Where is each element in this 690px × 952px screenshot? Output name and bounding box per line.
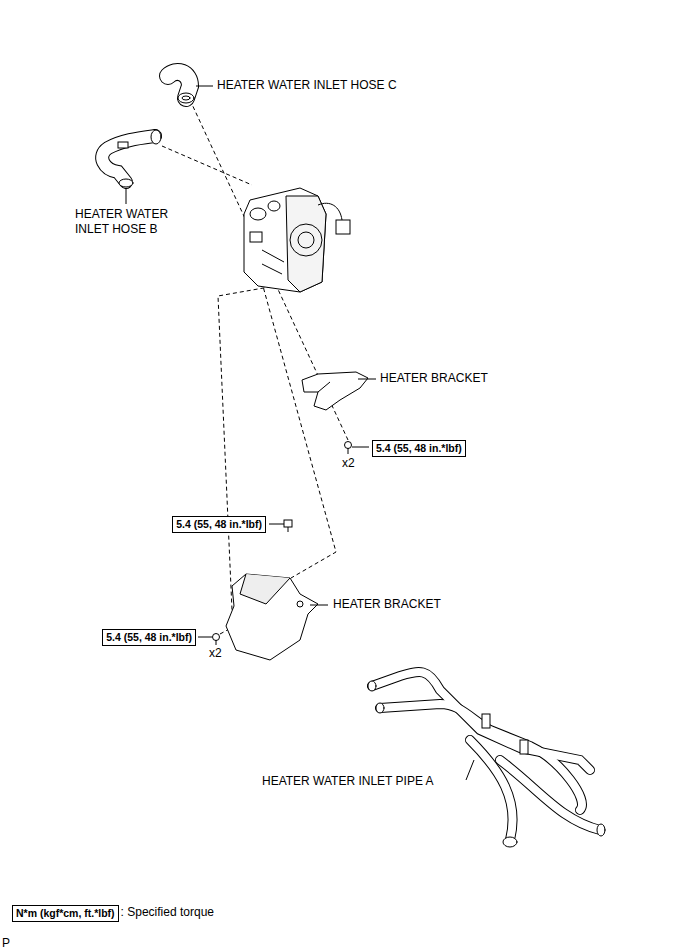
unit-legend-box: N*m (kgf*cm, ft.*lbf) — [12, 905, 119, 922]
torque-value: 5.4 (55, 48 in.*lbf) — [106, 631, 192, 643]
pipe-a — [368, 672, 605, 847]
part-name: HEATER WATER INLET HOSE B — [75, 207, 185, 237]
assembly-lines — [162, 100, 348, 634]
leader-lines — [126, 86, 474, 780]
part-name: : Specified torque — [121, 905, 214, 920]
torque-value: 5.4 (55, 48 in.*lbf) — [376, 442, 462, 454]
part-name: HEATER BRACKET — [333, 597, 441, 612]
part-name: HEATER WATER INLET HOSE C — [217, 78, 397, 93]
torque-box: 5.4 (55, 48 in.*lbf) — [172, 516, 266, 533]
quantity-mark: x2 — [342, 456, 355, 471]
part-name: HEATER WATER INLET PIPE A — [262, 774, 434, 789]
hose-c — [168, 72, 194, 103]
part-name: HEATER BRACKET — [380, 371, 488, 386]
torque-box: 5.4 (55, 48 in.*lbf) — [372, 440, 466, 457]
torque-value: N*m (kgf*cm, ft.*lbf) — [16, 907, 115, 919]
torque-box: 5.4 (55, 48 in.*lbf) — [102, 629, 196, 646]
upper-bracket — [302, 372, 368, 454]
page-mark: P — [2, 936, 10, 951]
heater-unit — [244, 188, 350, 292]
quantity-mark: x2 — [209, 646, 222, 661]
hose-b — [102, 130, 161, 187]
torque-value: 5.4 (55, 48 in.*lbf) — [176, 518, 262, 530]
lower-bracket — [213, 520, 319, 660]
